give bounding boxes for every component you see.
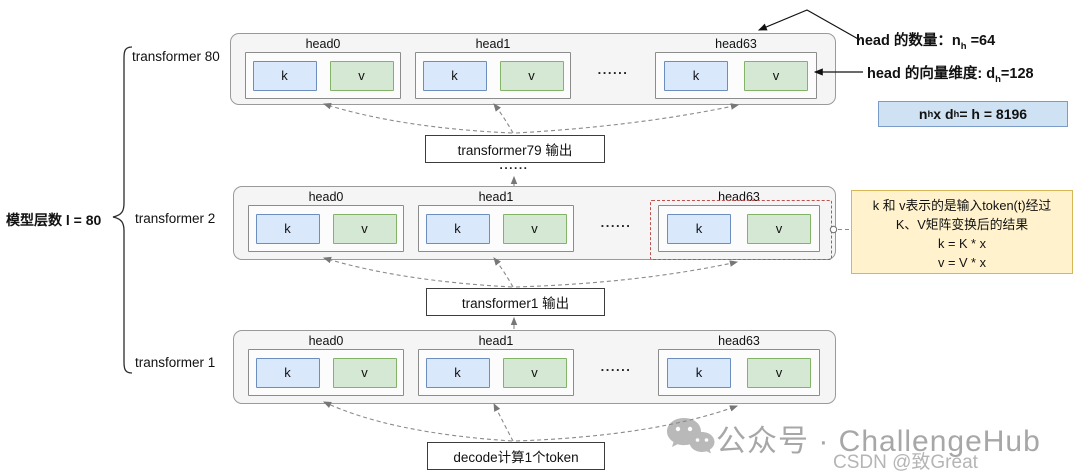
k-cache-box: k bbox=[667, 213, 731, 244]
v-cache-box: v bbox=[332, 213, 397, 244]
wechat-watermark-text: 公众号 · ChallengeHub bbox=[716, 425, 1041, 458]
head-box: k v bbox=[655, 52, 817, 99]
arrow-t1out-to-head63 bbox=[515, 260, 739, 288]
v-cache-box: v bbox=[502, 213, 567, 244]
head-label: head1 bbox=[475, 37, 511, 51]
head-label: head63 bbox=[715, 37, 757, 51]
arrow-t79-to-head0 bbox=[322, 103, 513, 134]
arrow-t79-to-head1 bbox=[493, 103, 514, 134]
wechat-icon bbox=[667, 418, 715, 454]
note-line: K、V矩阵变换后的结果 bbox=[895, 217, 1029, 232]
head-group: head0 k v bbox=[248, 334, 404, 396]
head-label: head63 bbox=[718, 334, 760, 348]
note-line: v = V * x bbox=[937, 255, 986, 270]
kv-explanation-note: k 和 v表示的是输入token(t)经过 K、V矩阵变换后的结果 k = K … bbox=[851, 190, 1073, 274]
head-box: k v bbox=[418, 349, 574, 396]
head-group: head63 k v bbox=[655, 37, 817, 99]
transformer1-output-box: transformer1 输出 bbox=[426, 288, 605, 316]
v-cache-box: v bbox=[744, 60, 808, 91]
head-count-annotation: head 的数量：nh =64 bbox=[856, 33, 996, 52]
arrow-decode-to-head0 bbox=[323, 401, 513, 442]
head-box: k v bbox=[415, 52, 571, 99]
arrow-t1out-to-head0 bbox=[322, 256, 513, 288]
transformer79-output-box: transformer79 输出 bbox=[425, 135, 605, 163]
head-group: head0 k v bbox=[248, 190, 404, 252]
label-transformer-2: transformer 2 bbox=[135, 211, 216, 226]
k-cache-box: k bbox=[425, 357, 490, 388]
decode-token-box: decode计算1个token bbox=[427, 442, 605, 470]
v-cache-box: v bbox=[329, 60, 394, 91]
model-layers-label: 模型层数 l = 80 bbox=[6, 212, 102, 228]
ellipsis: ...... bbox=[600, 215, 632, 230]
transformer-2-row: head0 k v head1 k v ...... head63 k v bbox=[233, 186, 836, 260]
head-label: head0 bbox=[305, 37, 341, 51]
head-label: head0 bbox=[308, 334, 344, 348]
v-cache-box: v bbox=[502, 357, 567, 388]
head-dim-annotation: head 的向量维度: dh=128 bbox=[867, 66, 1034, 85]
head-group: head1 k v bbox=[415, 37, 571, 99]
arrow-t79-to-head63 bbox=[515, 103, 740, 134]
k-cache-box: k bbox=[425, 213, 490, 244]
head-box: k v bbox=[248, 349, 404, 396]
transformer-1-row: head0 k v head1 k v ...... head63 k v bbox=[233, 330, 836, 404]
v-cache-box: v bbox=[747, 213, 811, 244]
head-group: head0 k v bbox=[245, 37, 401, 99]
v-cache-box: v bbox=[332, 357, 397, 388]
head63-highlight-dashed-box bbox=[650, 200, 832, 260]
k-cache-box: k bbox=[252, 60, 317, 91]
layer-ellipsis: ...... bbox=[499, 158, 529, 172]
head-label: head1 bbox=[478, 190, 514, 204]
head-box: k v bbox=[418, 205, 574, 252]
head-box: k v bbox=[248, 205, 404, 252]
arrow-t1out-to-head1 bbox=[493, 257, 514, 288]
head-label: head0 bbox=[308, 190, 344, 204]
k-cache-box: k bbox=[255, 357, 320, 388]
ellipsis: ...... bbox=[600, 359, 632, 374]
head-box: k v bbox=[658, 205, 820, 252]
k-cache-box: k bbox=[422, 60, 487, 91]
note-line: k = K * x bbox=[937, 236, 986, 251]
k-cache-box: k bbox=[255, 213, 320, 244]
k-cache-box: k bbox=[667, 357, 731, 388]
csdn-watermark-text: CSDN @致Great bbox=[833, 452, 978, 473]
note-line: k 和 v表示的是输入token(t)经过 bbox=[872, 198, 1052, 213]
head-box: k v bbox=[245, 52, 401, 99]
head-box: k v bbox=[658, 349, 820, 396]
transformer-80-row: head0 k v head1 k v ...... head63 k v bbox=[230, 33, 836, 105]
head-group: head1 k v bbox=[418, 190, 574, 252]
v-cache-box: v bbox=[499, 60, 564, 91]
k-cache-box: k bbox=[664, 60, 728, 91]
ellipsis: ...... bbox=[597, 62, 629, 77]
layers-brace bbox=[112, 46, 133, 374]
arrow-decode-to-head1 bbox=[493, 403, 514, 442]
head-group: head1 k v bbox=[418, 334, 574, 396]
label-transformer-1: transformer 1 bbox=[135, 355, 216, 370]
v-cache-box: v bbox=[747, 357, 811, 388]
label-transformer-80: transformer 80 bbox=[132, 49, 220, 64]
head-group: head63 k v bbox=[658, 334, 820, 396]
head-label: head1 bbox=[478, 334, 514, 348]
